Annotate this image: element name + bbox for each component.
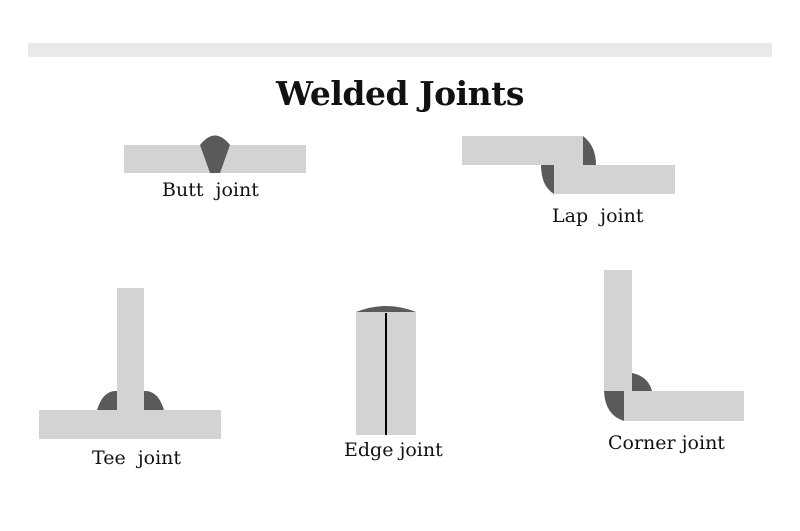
edge-joint-figure [356, 306, 416, 435]
top-bar [28, 43, 772, 57]
corner-joint-weld-inner [632, 373, 652, 391]
corner-joint-vertical-plate [604, 270, 632, 391]
page-title: Welded Joints [275, 74, 525, 113]
corner-joint-weld-outer [604, 391, 624, 421]
lap-joint-label: Lap joint [552, 205, 644, 227]
edge-joint-weld [356, 306, 416, 312]
butt-joint-figure [124, 135, 306, 173]
corner-joint-label: Corner joint [608, 432, 725, 454]
tee-joint-vertical-plate [117, 288, 144, 410]
butt-joint-label: Butt joint [162, 179, 259, 201]
corner-joint-horizontal-plate [624, 391, 744, 421]
lap-joint-weld-bottom [541, 165, 554, 194]
lap-joint-upper-plate [462, 136, 583, 165]
tee-joint-base-plate [39, 410, 221, 439]
butt-joint-weld [200, 135, 230, 173]
lap-joint-weld-top [583, 136, 596, 165]
corner-joint-figure [604, 270, 744, 421]
tee-joint-figure [39, 288, 221, 439]
tee-joint-label: Tee joint [92, 447, 182, 469]
edge-joint-label: Edge joint [344, 439, 443, 461]
lap-joint-lower-plate [554, 165, 675, 194]
lap-joint-figure [462, 136, 675, 194]
